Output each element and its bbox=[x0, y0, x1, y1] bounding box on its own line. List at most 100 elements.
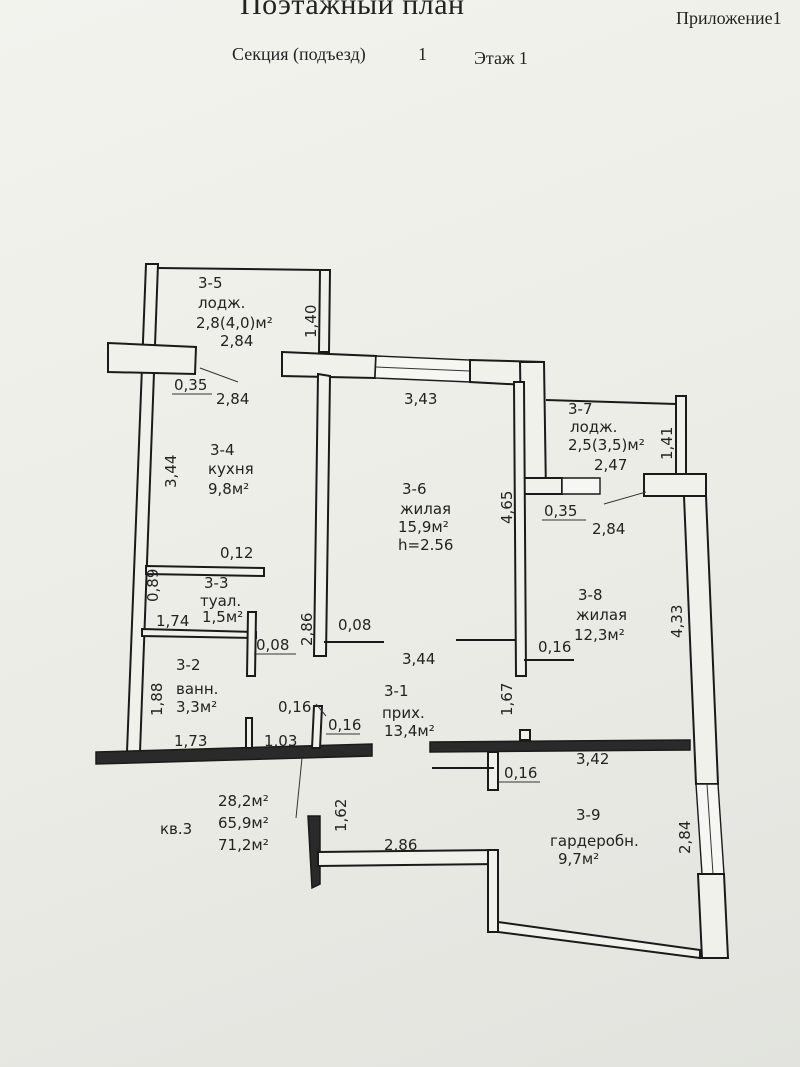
room-3-9-id: 3-9 bbox=[576, 806, 601, 824]
dim-2-86-horizontal: 2,86 bbox=[384, 836, 417, 854]
dim-1-40: 1,40 bbox=[302, 305, 320, 338]
window-room-6-pane bbox=[375, 366, 471, 372]
room-3-1-name: прих. bbox=[382, 704, 425, 722]
dim-1-67: 1,67 bbox=[498, 683, 516, 716]
room-3-6-area: 15,9м² bbox=[398, 518, 449, 536]
wall-kitchen-room6 bbox=[312, 372, 332, 657]
plan-title: Поэтажный план bbox=[240, 0, 465, 21]
dim-0-16-c: 0,16 bbox=[328, 716, 361, 734]
loggia7-outline bbox=[545, 399, 677, 405]
dim-0-16-b: 0,16 bbox=[278, 698, 311, 716]
loggia5-outline bbox=[157, 267, 323, 271]
wall-wardrobe-west bbox=[487, 849, 499, 933]
dim-3-44-hall: 3,44 bbox=[402, 650, 435, 668]
room-3-2-area: 3,3м² bbox=[176, 698, 217, 716]
wall-top-left bbox=[281, 350, 378, 380]
room-3-7-area: 2,5(3,5)м² bbox=[568, 436, 645, 454]
summary-area-loggias: 71,2м² bbox=[218, 836, 269, 854]
room-3-6-name: жилая bbox=[400, 500, 451, 518]
wall-bath-partition bbox=[245, 611, 258, 677]
room-3-7-name: лодж. bbox=[570, 418, 617, 436]
room-3-5-id: 3-5 bbox=[198, 274, 223, 292]
room-3-2-id: 3-2 bbox=[176, 656, 201, 674]
room-3-8-area: 12,3м² bbox=[574, 626, 625, 644]
dim-0-35-left: 0,35 bbox=[174, 376, 207, 394]
wall-wardrobe-stub bbox=[487, 751, 499, 791]
room-3-5-name: лодж. bbox=[198, 294, 245, 312]
dim-1-73: 1,73 bbox=[174, 732, 207, 750]
section-label: Секция (подъезд) bbox=[232, 44, 366, 64]
window-room-8-small bbox=[561, 477, 601, 495]
wall-wardrobe-south bbox=[497, 920, 701, 960]
dim-3-43: 3,43 bbox=[404, 390, 437, 408]
wall-wardrobe-top bbox=[429, 739, 691, 753]
dim-0-08-a: 0,08 bbox=[256, 636, 289, 654]
wall-right-bottom bbox=[696, 873, 730, 959]
dim-0-12: 0,12 bbox=[220, 544, 253, 562]
wall-room6-room8 bbox=[512, 381, 528, 677]
wall-loggia-jamb bbox=[317, 269, 332, 353]
leader-284-room8 bbox=[603, 491, 647, 505]
room-3-5-area: 2,8(4,0)м² bbox=[196, 314, 273, 332]
wall-step bbox=[521, 477, 563, 495]
dim-4-33: 4,33 bbox=[668, 605, 686, 638]
room-3-4-id: 3-4 bbox=[210, 441, 235, 459]
room-3-9-area: 9,7м² bbox=[558, 850, 599, 868]
dim-0-35-right: 0,35 bbox=[544, 502, 577, 520]
dim-2-47: 2,47 bbox=[594, 456, 627, 474]
room-3-9-name: гардеробн. bbox=[550, 832, 639, 850]
dim-2-86-vertical: 2,86 bbox=[298, 613, 316, 646]
summary-living-area: 28,2м² bbox=[218, 792, 269, 810]
dim-2-84-room8: 2,84 bbox=[592, 520, 625, 538]
appendix-label: Приложение1 bbox=[676, 8, 782, 28]
room-3-4-name: кухня bbox=[208, 460, 254, 478]
dim-3-42: 3,42 bbox=[576, 750, 609, 768]
wall-toilet-top bbox=[145, 564, 265, 578]
dim-2-84-loggia: 2,84 bbox=[220, 332, 253, 350]
wall-loggia7-jamb bbox=[675, 395, 687, 475]
section-number: 1 bbox=[418, 44, 427, 64]
dim-1-74: 1,74 bbox=[156, 612, 189, 630]
wall-bottom-left bbox=[95, 743, 373, 765]
wall-hall-stub bbox=[310, 705, 324, 749]
dim-0-16-d: 0,16 bbox=[504, 764, 537, 782]
wall-entrance-post bbox=[307, 815, 321, 890]
wall-toilet-bottom bbox=[141, 627, 257, 640]
room-3-1-id: 3-1 bbox=[384, 682, 409, 700]
summary-total-area: 65,9м² bbox=[218, 814, 269, 832]
room-3-3-id: 3-3 bbox=[204, 574, 229, 592]
room-3-4-area: 9,8м² bbox=[208, 480, 249, 498]
dim-1-03: 1,03 bbox=[264, 732, 297, 750]
wall-niche bbox=[519, 729, 531, 741]
room-3-8-id: 3-8 bbox=[578, 586, 603, 604]
room-labels: 3-5 лодж. 2,8(4,0)м² 3-4 кухня 9,8м² 3-6… bbox=[160, 274, 645, 868]
room-3-6-id: 3-6 bbox=[402, 480, 427, 498]
dim-1-41: 1,41 bbox=[658, 427, 676, 460]
summary-apartment: кв.3 bbox=[160, 820, 192, 838]
dim-2-84-wardrobe: 2,84 bbox=[676, 821, 694, 854]
room-3-7-id: 3-7 bbox=[568, 400, 593, 418]
wall-bath-door bbox=[245, 717, 253, 749]
room-3-1-area: 13,4м² bbox=[384, 722, 435, 740]
dim-1-88: 1,88 bbox=[148, 683, 166, 716]
leader-summary bbox=[295, 757, 303, 819]
room-3-3-area: 1,5м² bbox=[202, 608, 243, 626]
walls bbox=[95, 263, 730, 960]
dimensions: 1,40 2,84 0,35 2,84 3,43 3,44 4,65 2,47 … bbox=[144, 305, 694, 854]
floor-label: Этаж 1 bbox=[474, 48, 528, 68]
dim-4-65: 4,65 bbox=[498, 491, 516, 524]
dim-0-08-b: 0,08 bbox=[338, 616, 371, 634]
room-3-3-name: туал. bbox=[200, 592, 241, 610]
thin-lines bbox=[157, 267, 677, 819]
dim-3-44-kitchen: 3,44 bbox=[162, 455, 180, 488]
dim-2-84-kitchen: 2,84 bbox=[216, 390, 249, 408]
wall-left-outer bbox=[125, 263, 160, 753]
room-3-8-name: жилая bbox=[576, 606, 627, 624]
wall-left-protrusion bbox=[107, 341, 198, 376]
room-3-2-name: ванн. bbox=[176, 680, 218, 698]
window-room-9-pane bbox=[706, 783, 714, 875]
dim-0-16-a: 0,16 bbox=[538, 638, 571, 656]
leader-016-b bbox=[315, 703, 327, 717]
room-3-6-height: h=2.56 bbox=[398, 536, 453, 554]
